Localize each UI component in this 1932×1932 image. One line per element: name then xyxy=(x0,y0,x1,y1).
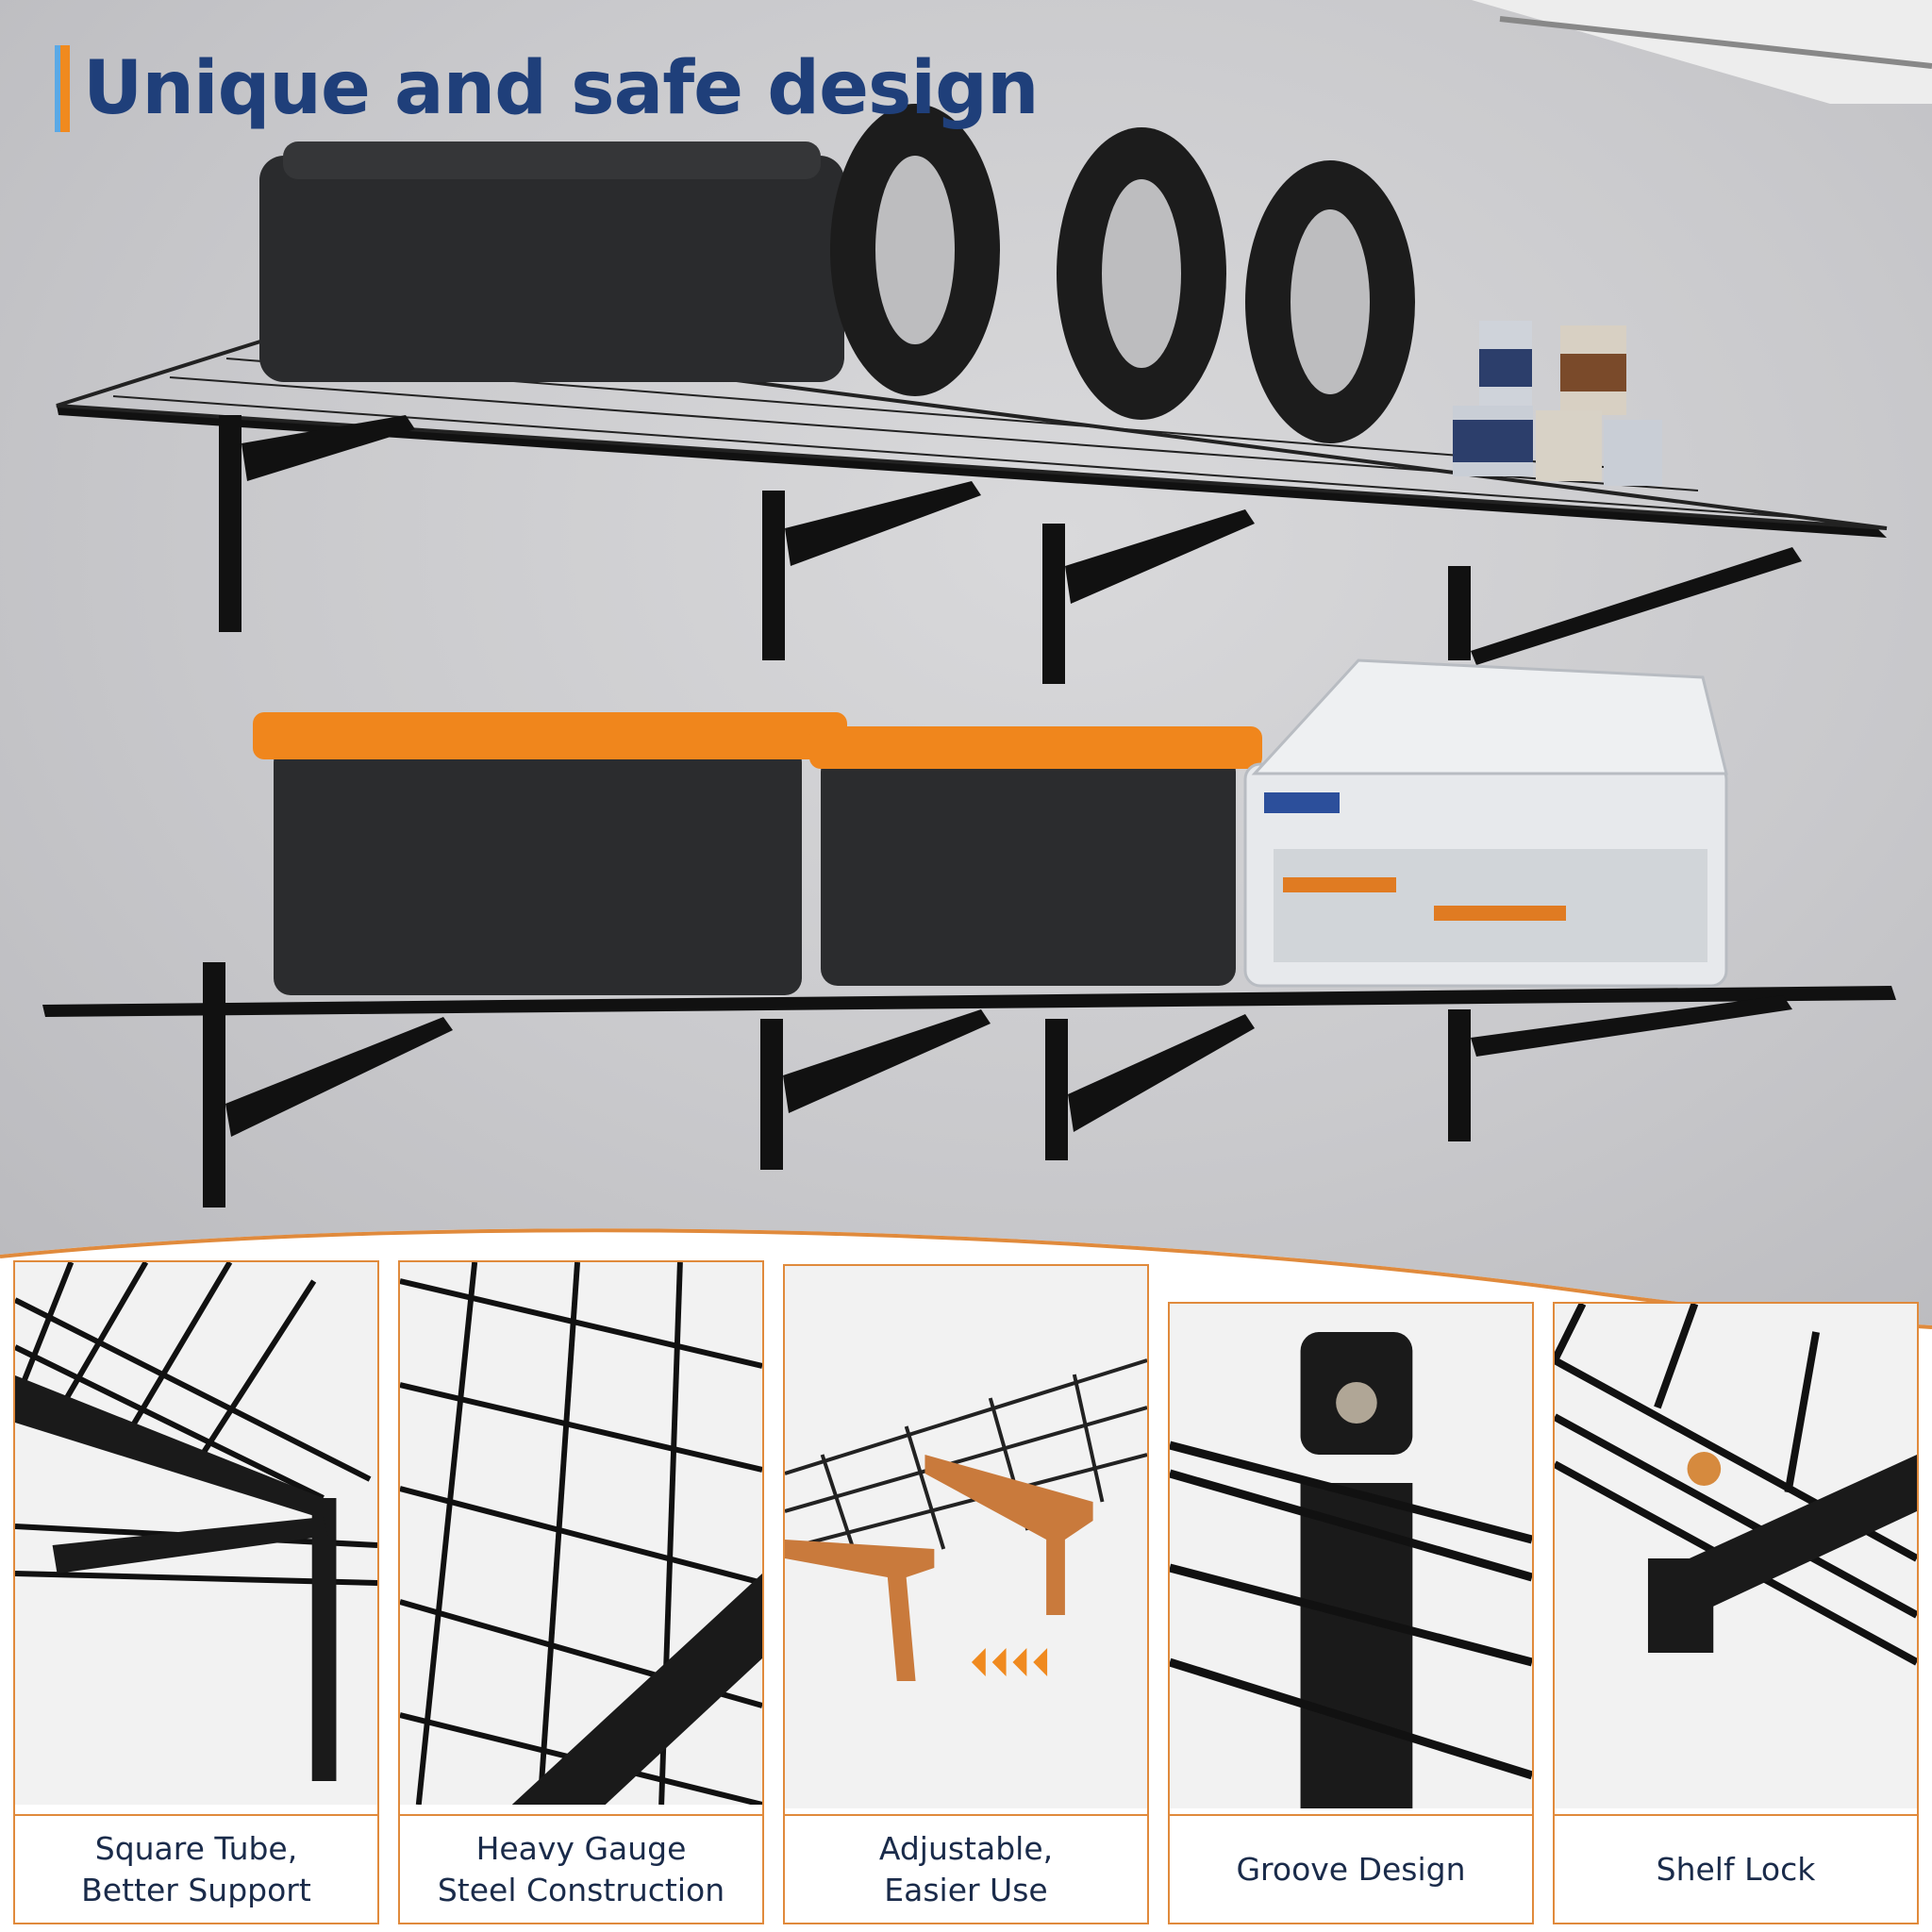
caption-line: Easier Use xyxy=(884,1871,1048,1908)
adjustable-caption: Adjustable, Easier Use xyxy=(785,1814,1147,1923)
square-tube-photo xyxy=(15,1262,377,1805)
caption-line: Steel Construction xyxy=(437,1871,725,1908)
caption-line: Heavy Gauge xyxy=(475,1829,687,1867)
caption-line: Shelf Lock xyxy=(1656,1850,1816,1888)
caption-line: Adjustable, xyxy=(878,1829,1054,1867)
feature-panel-square-tube: Square Tube, Better Support xyxy=(13,1260,379,1924)
wall-shelves-illustration xyxy=(42,0,1932,1208)
square-tube-caption: Square Tube, Better Support xyxy=(15,1814,377,1923)
feature-panel-shelf-lock: Shelf Lock xyxy=(1553,1302,1919,1924)
feature-panels: Square Tube, Better Support xyxy=(0,1226,1932,1932)
title-accent-bar xyxy=(55,45,70,132)
heavy-gauge-photo xyxy=(400,1262,762,1805)
caption-line: Better Support xyxy=(81,1871,311,1908)
page-title: Unique and safe design xyxy=(83,46,1039,131)
hero-photo: Unique and safe design xyxy=(0,0,1932,1340)
feature-panel-adjustable: Adjustable, Easier Use xyxy=(783,1264,1149,1924)
caption-line: Groove Design xyxy=(1236,1850,1466,1888)
groove-photo xyxy=(1170,1304,1532,1808)
groove-caption: Groove Design xyxy=(1170,1814,1532,1923)
bottom-shelf xyxy=(42,658,1896,1208)
top-shelf xyxy=(56,104,1888,684)
adjustable-photo xyxy=(785,1266,1147,1808)
heavy-gauge-caption: Heavy Gauge Steel Construction xyxy=(400,1814,762,1923)
shelf-lock-photo xyxy=(1555,1304,1917,1808)
title-row: Unique and safe design xyxy=(55,42,1039,136)
caption-line: Square Tube, xyxy=(94,1829,298,1867)
feature-panel-heavy-gauge: Heavy Gauge Steel Construction xyxy=(398,1260,764,1924)
feature-panel-groove: Groove Design xyxy=(1168,1302,1534,1924)
shelf-lock-caption: Shelf Lock xyxy=(1555,1814,1917,1923)
